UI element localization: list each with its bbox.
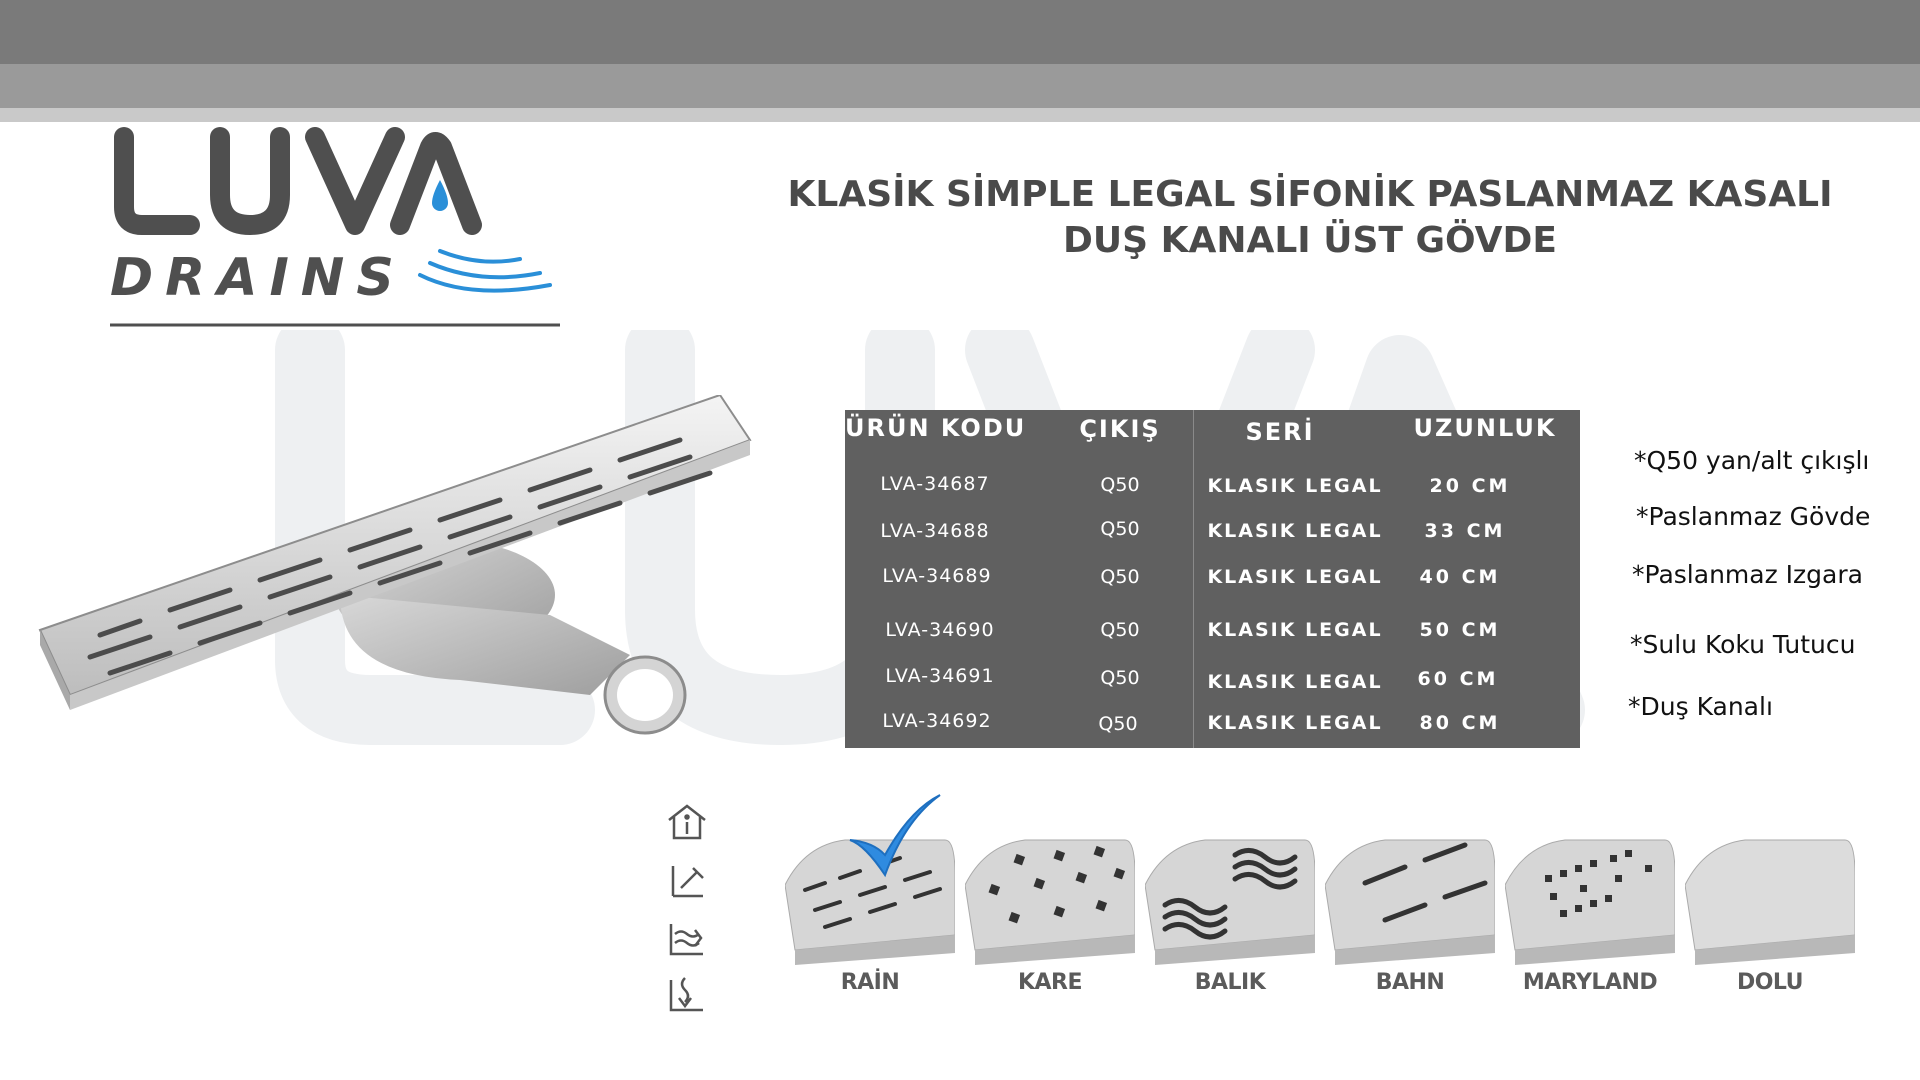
row-length: 40 CM <box>1419 566 1501 588</box>
row-length: 60 CM <box>1417 668 1499 690</box>
maryland-grate-icon <box>1504 839 1676 965</box>
row-length: 80 CM <box>1419 712 1501 734</box>
spec-table: ÜRÜN KODU ÇIKIŞ SERİ UZUNLUK LVA-34687 Q… <box>845 410 1580 748</box>
logo-subtitle: DRAINS <box>110 248 406 308</box>
top-banner-dark <box>0 0 1920 64</box>
row-code: LVA-34691 <box>885 665 995 687</box>
row-series: KLASIK LEGAL <box>1207 566 1383 588</box>
feature-item: *Paslanmaz Gövde <box>1636 502 1871 531</box>
shower-head-icon <box>671 866 704 898</box>
top-banner-mid <box>0 64 1920 108</box>
grate-label: BAHN <box>1375 970 1445 995</box>
title-line-2: DUŞ KANALI ÜST GÖVDE <box>1063 220 1557 261</box>
grate-option-bahn[interactable]: BAHN <box>1324 835 1496 1005</box>
grate-option-rain[interactable]: RAİN <box>784 835 956 1005</box>
row-outlet: Q50 <box>1100 619 1140 641</box>
kare-grate-icon <box>964 839 1136 965</box>
grate-option-dolu[interactable]: DOLU <box>1684 835 1856 1005</box>
grate-label: DOLU <box>1736 970 1804 995</box>
feature-item: *Sulu Koku Tutucu <box>1630 630 1856 659</box>
drain-product-image <box>38 395 752 735</box>
feature-item: *Paslanmaz Izgara <box>1632 560 1863 589</box>
top-banner-light <box>0 108 1920 122</box>
grate-label: BALIK <box>1194 970 1266 995</box>
luva-drains-logo: DRAINS <box>110 127 560 327</box>
row-code: LVA-34692 <box>882 710 992 732</box>
grate-option-kare[interactable]: KARE <box>964 835 1136 1005</box>
balik-grate-icon <box>1144 839 1316 965</box>
row-outlet: Q50 <box>1098 713 1138 735</box>
row-series: KLASIK LEGAL <box>1207 520 1383 542</box>
water-drop-icon <box>432 180 448 211</box>
header-series: SERİ <box>1245 418 1315 446</box>
check-icon <box>849 794 941 878</box>
page-title: KLASİK SİMPLE LEGAL SİFONİK PASLANMAZ KA… <box>740 172 1880 264</box>
header-code: ÜRÜN KODU <box>845 414 1027 442</box>
odor-trap-icon <box>669 977 703 1012</box>
header-outlet: ÇIKIŞ <box>1079 415 1161 443</box>
row-outlet: Q50 <box>1100 566 1140 588</box>
feature-item: *Q50 yan/alt çıkışlı <box>1634 446 1870 475</box>
table-divider <box>1193 410 1194 748</box>
row-code: LVA-34688 <box>880 520 990 542</box>
row-outlet: Q50 <box>1100 518 1140 540</box>
house-info-icon <box>668 804 706 840</box>
wave-icon <box>418 249 552 293</box>
grate-option-maryland[interactable]: MARYLAND <box>1504 835 1676 1005</box>
title-line-1: KLASİK SİMPLE LEGAL SİFONİK PASLANMAZ KA… <box>787 174 1833 215</box>
grate-label: KARE <box>1017 970 1083 995</box>
grate-option-balik[interactable]: BALIK <box>1144 835 1316 1005</box>
header-length: UZUNLUK <box>1413 414 1557 442</box>
row-code: LVA-34690 <box>885 619 995 641</box>
row-code: LVA-34687 <box>880 473 990 495</box>
row-length: 50 CM <box>1419 619 1501 641</box>
row-outlet: Q50 <box>1100 474 1140 496</box>
row-code: LVA-34689 <box>882 565 992 587</box>
row-outlet: Q50 <box>1100 667 1140 689</box>
row-series: KLASIK LEGAL <box>1207 712 1383 734</box>
grate-label: MARYLAND <box>1522 970 1658 995</box>
row-series: KLASIK LEGAL <box>1207 619 1383 641</box>
dolu-grate-icon <box>1684 839 1856 965</box>
row-length: 33 CM <box>1424 520 1506 542</box>
bahn-grate-icon <box>1324 839 1496 965</box>
feature-icons <box>665 800 715 1020</box>
row-length: 20 CM <box>1429 475 1511 497</box>
grate-label: RAİN <box>840 970 900 995</box>
row-series: KLASIK LEGAL <box>1207 475 1383 497</box>
water-flow-icon <box>669 924 703 956</box>
rain-grate-icon <box>784 839 956 965</box>
grate-options: RAİN KARE BALIK <box>784 835 1860 1005</box>
row-series: KLASIK LEGAL <box>1207 671 1383 693</box>
feature-item: *Duş Kanalı <box>1628 692 1773 721</box>
